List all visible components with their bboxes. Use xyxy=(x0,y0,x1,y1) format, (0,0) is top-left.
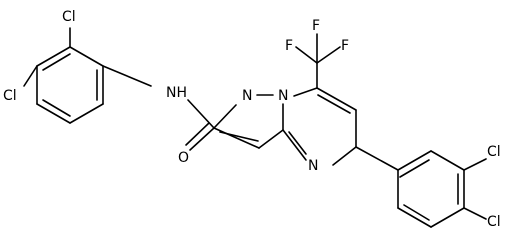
fluorine-label-left: F xyxy=(285,38,293,54)
bond xyxy=(258,129,284,149)
bond xyxy=(69,46,104,67)
bond xyxy=(316,46,341,64)
bond xyxy=(187,99,215,129)
bond xyxy=(282,129,307,161)
bond xyxy=(355,146,399,171)
bond xyxy=(463,158,487,171)
bond xyxy=(332,146,357,166)
chlorine-label-left-top: Cl xyxy=(62,9,76,25)
amide-nh-label: NH xyxy=(166,85,187,101)
bond xyxy=(293,87,318,97)
bond xyxy=(430,207,465,228)
bond xyxy=(397,207,432,228)
atom-labels: Cl Cl NH O F F F N N N Cl Cl xyxy=(3,9,501,230)
fluorine-label-right: F xyxy=(341,38,349,54)
bond xyxy=(316,87,357,111)
bond xyxy=(430,150,465,171)
bond xyxy=(213,127,260,149)
bond xyxy=(189,127,215,151)
bond xyxy=(42,53,71,71)
bond xyxy=(23,65,38,87)
left-dichlorophenyl-ring xyxy=(23,27,152,124)
bond xyxy=(36,46,71,67)
chlorine-label-left-bottom: Cl xyxy=(3,88,17,104)
bond xyxy=(403,204,430,221)
bond xyxy=(42,99,71,117)
right-dichlorophenyl-ring xyxy=(355,146,487,228)
bond xyxy=(399,159,430,178)
bond xyxy=(397,150,432,171)
pyrazole-nitrogen-label: N xyxy=(242,88,252,104)
bond xyxy=(295,46,318,64)
bond xyxy=(219,131,259,142)
bond xyxy=(463,207,487,220)
pyrimidine-nitrogen-label: N xyxy=(308,158,318,174)
carbonyl-oxygen-label: O xyxy=(178,150,189,166)
bond xyxy=(213,104,237,129)
chlorine-label-right-top: Cl xyxy=(487,144,501,160)
amide-group xyxy=(185,99,215,151)
bond xyxy=(288,131,307,155)
bond xyxy=(185,122,210,146)
bridgehead-nitrogen-label: N xyxy=(278,88,288,104)
fluorine-label-top: F xyxy=(312,18,320,34)
pyrazolopyrimidine-core xyxy=(213,87,357,166)
bond xyxy=(317,94,351,114)
chlorine-label-right-bottom: Cl xyxy=(487,214,501,230)
bond xyxy=(102,65,152,87)
bond xyxy=(36,103,71,124)
bond xyxy=(69,103,104,124)
trifluoromethyl-group xyxy=(295,33,341,89)
